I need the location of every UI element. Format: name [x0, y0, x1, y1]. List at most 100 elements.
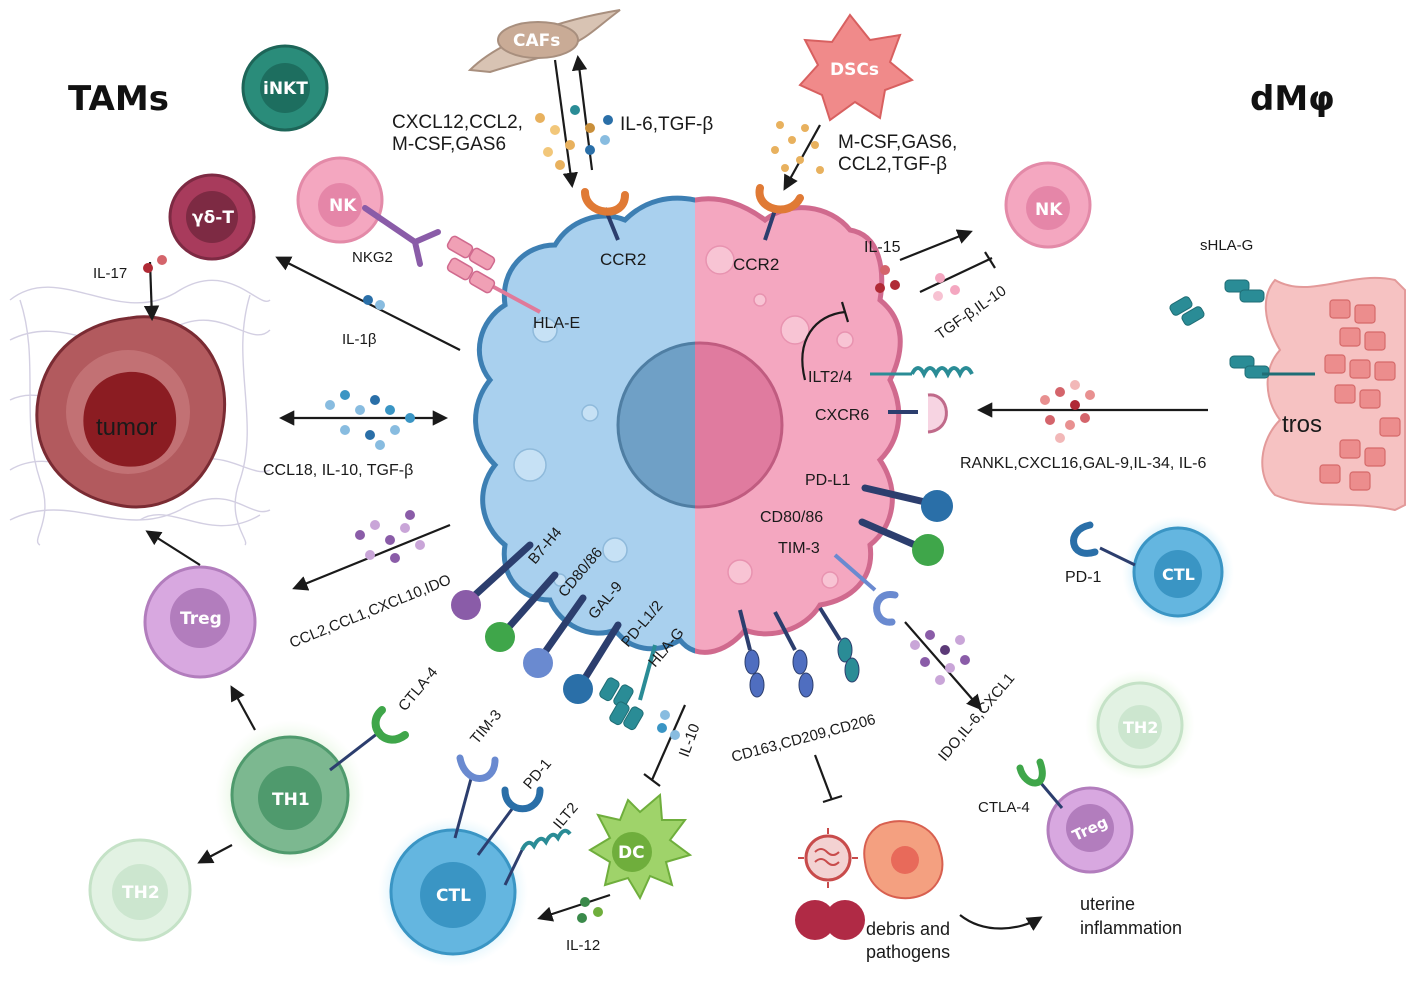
label-cd80-86-right: CD80/86 — [760, 509, 823, 526]
pathogens-icon — [795, 820, 944, 940]
hla-g-molecule — [599, 644, 657, 731]
nk-left-label: NK — [329, 196, 357, 216]
title-dm: dMφ — [1250, 79, 1335, 119]
label-uterine-2: inflammation — [1080, 918, 1182, 938]
label-ctla-4-left: CTLA-4 — [395, 664, 441, 715]
label-cxcl12-1: CXCL12,CCL2, — [392, 112, 523, 133]
label-il6-tgfb: IL-6,TGF-β — [620, 114, 713, 135]
label-debris-2: pathogens — [866, 942, 950, 962]
dots-il15 — [875, 265, 900, 293]
label-uterine-1: uterine — [1080, 894, 1135, 914]
label-mcsf-1: M-CSF,GAS6, — [838, 132, 957, 153]
th1-label: TH1 — [272, 790, 310, 810]
label-il17: IL-17 — [93, 265, 127, 282]
pd-l1-2-receptor — [563, 621, 622, 704]
treg-right-cell: Treg — [1046, 786, 1134, 874]
dots-rankl — [1040, 380, 1095, 443]
label-hla-e: HLA-E — [533, 315, 580, 332]
dots-il17 — [143, 255, 167, 273]
shla-g-molecules — [1169, 279, 1270, 379]
label-tim-3-bottom: TIM-3 — [467, 707, 505, 748]
tim-3-right-receptor — [833, 553, 899, 626]
ccr2-left-receptor — [581, 188, 629, 241]
inkt-cell: iNKT — [241, 44, 329, 132]
dc-cell: DC — [588, 792, 693, 901]
label-ilt2: ILT2 — [550, 800, 582, 833]
label-cxcl12-2: M-CSF,GAS6 — [392, 134, 506, 155]
nk-right-cell: NK — [1004, 161, 1092, 249]
hla-e-molecule — [446, 235, 541, 314]
label-ido-il6: IDO,IL-6,CXCL1 — [935, 670, 1018, 765]
label-il12: IL-12 — [566, 937, 600, 954]
nk-left-cell: NK — [296, 156, 384, 244]
dots-il10 — [657, 710, 680, 740]
th2-right-label: TH2 — [1123, 718, 1158, 737]
label-ctla-4-right: CTLA-4 — [978, 799, 1030, 816]
cafs-label: CAFs — [513, 31, 560, 51]
ctl-right-cell: CTL — [1122, 516, 1234, 628]
ctl-bottom-cell: CTL — [378, 817, 528, 967]
label-il10: IL-10 — [676, 721, 704, 759]
inkt-label: iNKT — [263, 79, 308, 99]
label-ilt2-4: ILT2/4 — [808, 369, 852, 386]
dots-ccl2-ido — [355, 510, 425, 563]
dots-cafs — [535, 105, 613, 170]
pd-1-bottom-receptor — [476, 786, 544, 856]
nkg2-receptor — [362, 205, 441, 267]
cd80-86-right-receptor — [858, 518, 944, 566]
label-tgfb-il10: TGF-β,IL-10 — [933, 282, 1010, 343]
label-ccr2-right: CCR2 — [733, 255, 779, 274]
macrophage — [473, 195, 903, 655]
label-cxcr6: CXCR6 — [815, 407, 869, 424]
cafs-cell: CAFs — [467, 9, 621, 74]
pd-1-right-receptor — [1070, 521, 1136, 567]
treg-left-cell: Treg — [143, 565, 257, 679]
nk-right-label: NK — [1035, 200, 1063, 220]
ilt2-4-receptor — [870, 366, 974, 379]
dots-ido-il6 — [910, 630, 970, 685]
ccr2-right-receptor — [755, 184, 804, 241]
tim-3-bottom-receptor — [453, 754, 499, 839]
label-ccr2-left: CCR2 — [600, 250, 646, 269]
th1-cell: TH1 — [215, 720, 365, 870]
label-shla-g: sHLA-G — [1200, 237, 1253, 254]
label-il15: IL-15 — [864, 239, 901, 256]
label-ccl2-ido: CCL2,CCL1,CXCL10,IDO — [287, 571, 453, 651]
cd163-receptors — [738, 606, 860, 698]
label-ccl18: CCL18, IL-10, TGF-β — [263, 462, 413, 479]
th2-right-cell: TH2 — [1085, 670, 1195, 780]
label-tim-3-right: TIM-3 — [778, 540, 820, 557]
pd-l1-receptor — [861, 484, 953, 522]
dots-ccl18 — [325, 390, 415, 450]
dc-label: DC — [618, 843, 645, 863]
ctla-4-left-receptor — [329, 706, 409, 772]
ctla-4-right-receptor — [1016, 758, 1064, 809]
label-nkg2: NKG2 — [352, 249, 393, 266]
cd80-86-left-receptor — [485, 571, 559, 652]
tros-label: tros — [1282, 411, 1322, 438]
ilt2-bottom-receptor — [503, 828, 572, 886]
dots-tgfb-il10 — [933, 273, 960, 301]
label-pd-l1: PD-L1 — [805, 472, 850, 489]
gd-t-label: γδ-T — [192, 208, 234, 228]
gd-t-cell: γδ-T — [168, 173, 256, 261]
th2-left-label: TH2 — [122, 883, 160, 903]
dscs-cell: DSCs — [798, 13, 914, 122]
cxcr6-receptor — [888, 393, 948, 434]
dots-il12 — [577, 897, 603, 923]
label-pd-1-right: PD-1 — [1065, 569, 1102, 586]
label-cd163: CD163,CD209,CD206 — [730, 711, 878, 766]
label-mcsf-2: CCL2,TGF-β — [838, 154, 947, 175]
b7-h4-receptor — [451, 541, 534, 620]
treg-left-label: Treg — [180, 609, 222, 629]
tumor-label: tumor — [96, 414, 157, 441]
gal-9-receptor — [523, 594, 587, 678]
ctl-bottom-label: CTL — [436, 886, 471, 906]
label-debris-1: debris and — [866, 919, 950, 939]
dscs-label: DSCs — [830, 60, 879, 80]
label-rankl: RANKL,CXCL16,GAL-9,IL-34, IL-6 — [960, 455, 1206, 472]
dots-il1b — [363, 295, 385, 310]
th2-left-cell: TH2 — [88, 838, 192, 942]
tumor-cell: tumor — [35, 315, 227, 509]
